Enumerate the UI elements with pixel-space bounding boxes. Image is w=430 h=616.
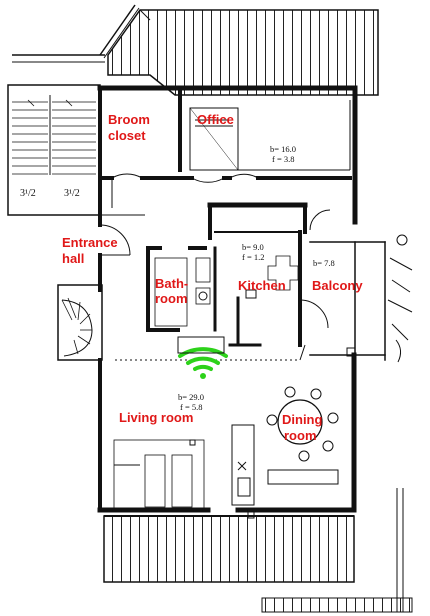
living-floor: f = 5.8: [180, 402, 203, 412]
bathroom-label-2: room: [155, 291, 188, 306]
wifi-icon: [177, 336, 228, 379]
living-room-label: Living room: [119, 410, 193, 425]
entrance-hall-label-2: hall: [62, 251, 84, 266]
office-label: Office: [197, 112, 234, 127]
roof-bottom: [103, 488, 413, 613]
walls: [97, 85, 386, 513]
balcony-area: b= 7.8: [313, 258, 335, 268]
bathroom-label-1: Bath-: [155, 276, 188, 291]
office-floor: f = 3.8: [272, 154, 295, 164]
dining-room-label-1: Dining: [282, 412, 322, 427]
stair-label-left: 3¹/2: [20, 188, 36, 199]
balcony-label: Balcony: [312, 278, 363, 293]
broom-closet-label-1: Broom: [108, 112, 150, 127]
entrance-hall-label-1: Entrance: [62, 235, 118, 250]
stair-label-right: 3¹/2: [64, 188, 80, 199]
kitchen-area: b= 9.0: [242, 242, 264, 252]
spiral-stair: [57, 284, 103, 361]
kitchen-floor: f = 1.2: [242, 252, 265, 262]
broom-closet-label-2: closet: [108, 128, 146, 143]
kitchen-label: Kitchen: [238, 278, 286, 293]
living-area: b= 29.0: [178, 392, 204, 402]
dining-room-label-2: room: [284, 428, 317, 443]
roof-top: [99, 4, 379, 96]
office-area: b= 16.0: [270, 144, 296, 154]
details: [99, 100, 413, 519]
